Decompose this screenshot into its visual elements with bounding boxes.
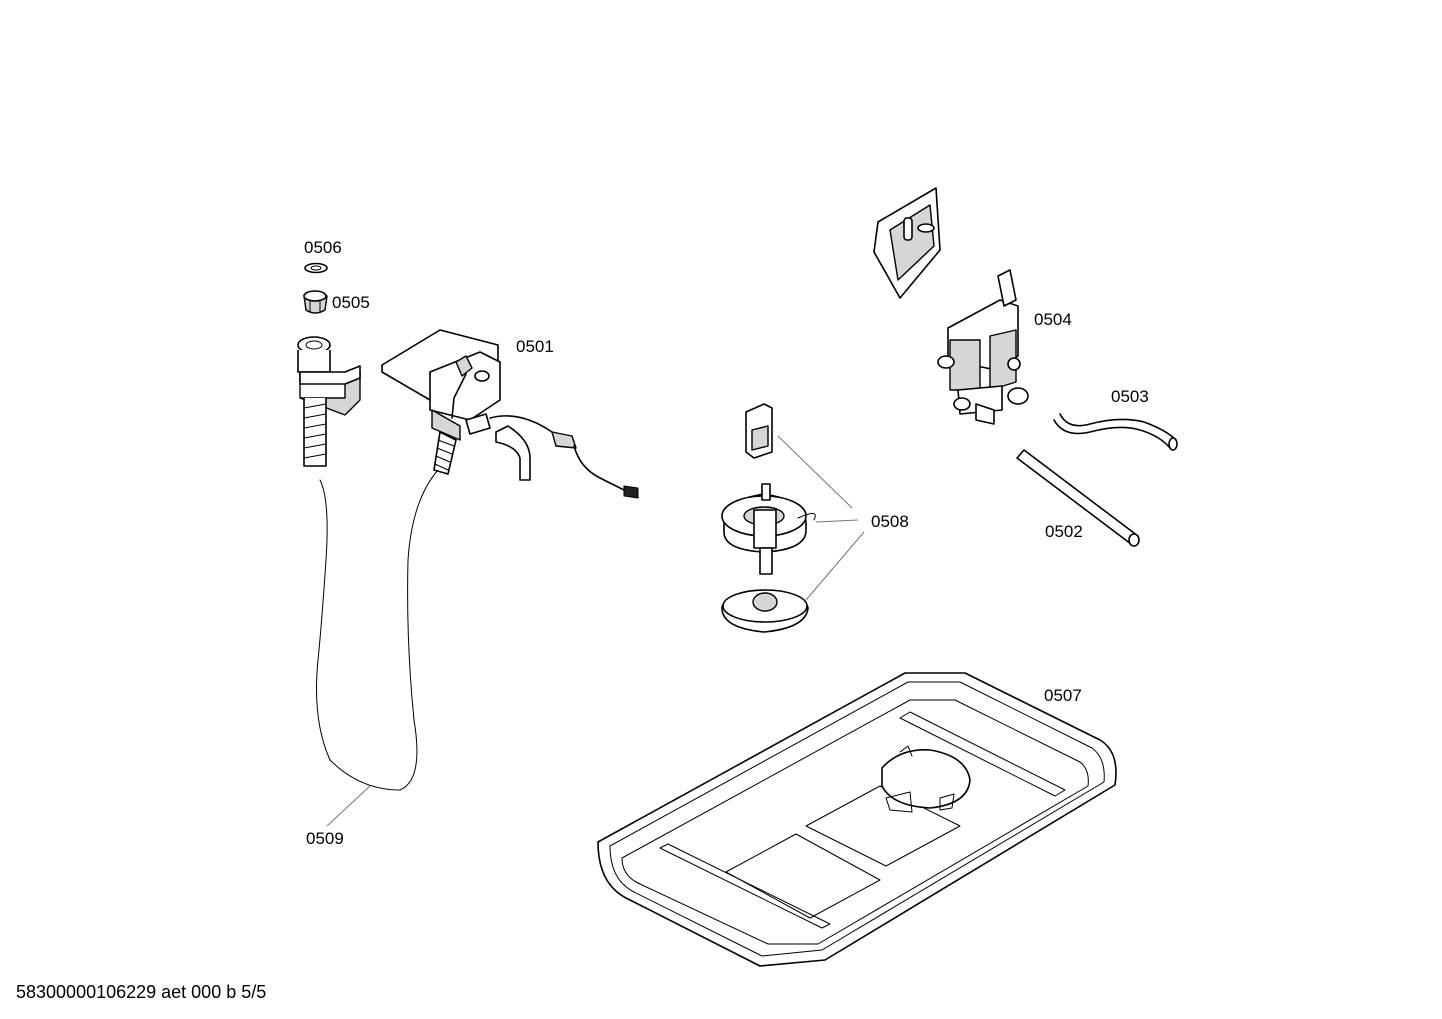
- label-0501: 0501: [516, 337, 554, 356]
- document-reference: 58300000106229 aet 000 b 5/5: [16, 982, 267, 1002]
- label-0509: 0509: [306, 829, 344, 848]
- label-0505: 0505: [332, 293, 370, 312]
- part-0504-solenoid-valve: [873, 187, 1029, 425]
- part-0506-washer: [304, 262, 328, 274]
- part-0503-curved-hose: [1053, 413, 1178, 451]
- part-0502-straight-hose: [1016, 449, 1140, 547]
- part-0508-float-switch: [721, 403, 865, 633]
- label-0508: 0508: [871, 512, 909, 531]
- label-0502: 0502: [1045, 522, 1083, 541]
- label-0506: 0506: [304, 238, 342, 257]
- label-0507: 0507: [1044, 686, 1082, 705]
- label-0504: 0504: [1034, 310, 1072, 329]
- part-0509-hose-assembly: [297, 336, 439, 827]
- part-0505-nut: [303, 290, 328, 314]
- part-0501-inlet-bracket: [381, 329, 639, 499]
- part-0507-base-tray: [597, 672, 1117, 967]
- label-0503: 0503: [1111, 387, 1149, 406]
